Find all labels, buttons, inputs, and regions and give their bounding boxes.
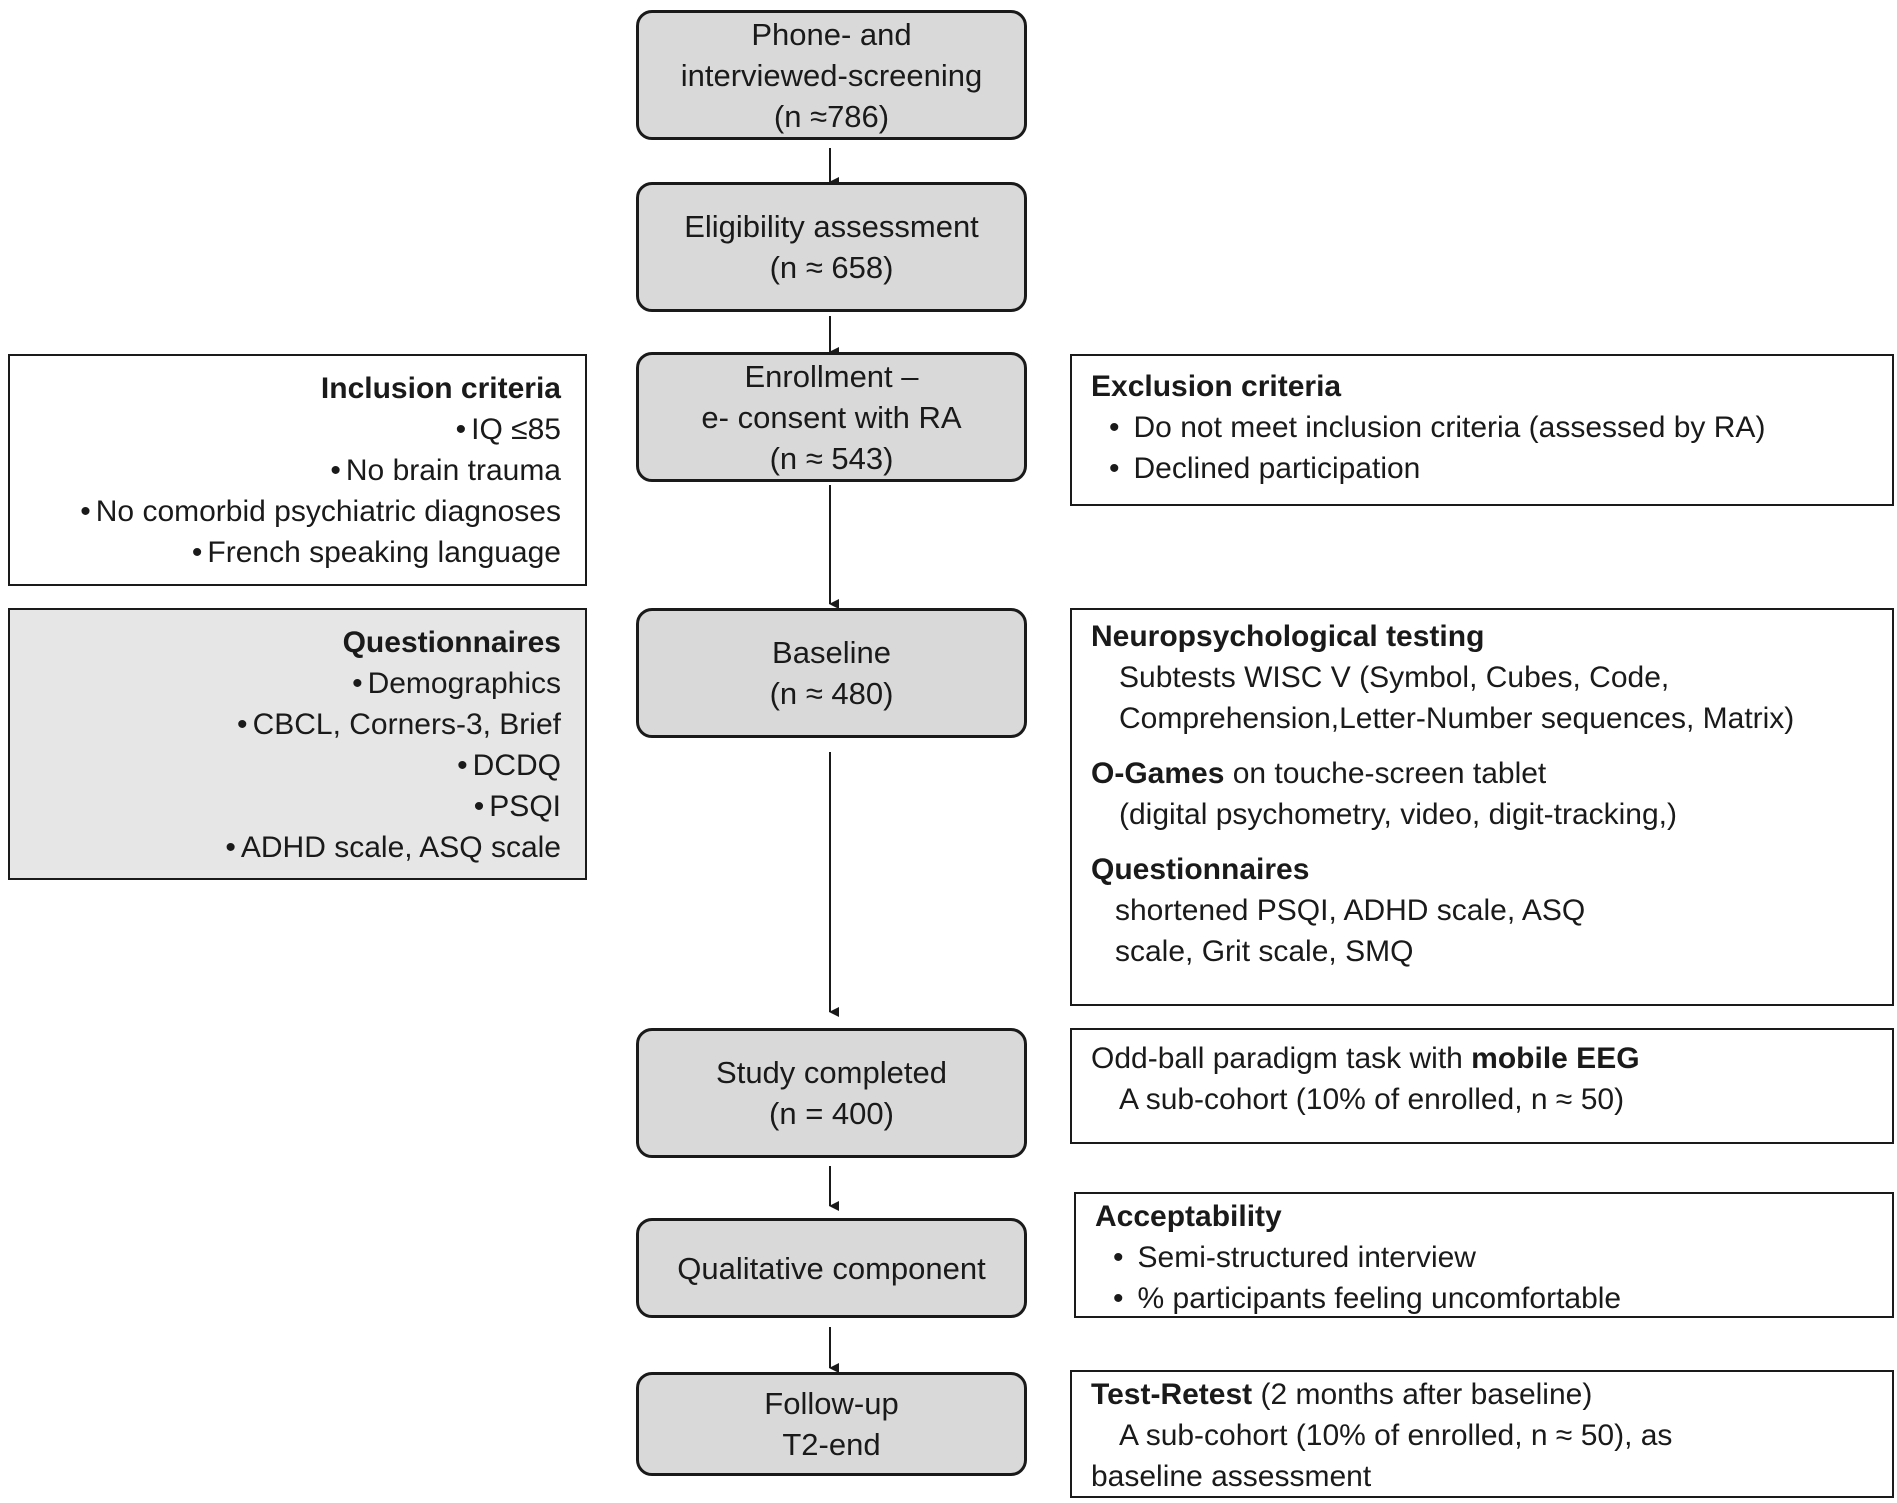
retest-bold: Test-Retest xyxy=(1091,1378,1253,1411)
qualitative-line1: Qualitative component xyxy=(677,1250,986,1286)
neuro-testing-title: Neuropsychological testing xyxy=(1091,620,1485,653)
exclusion-title: Exclusion criteria xyxy=(1091,370,1342,403)
enrollment-box: Enrollment – e- consent with RA (n ≈ 543… xyxy=(636,352,1027,482)
baseline-count: (n ≈ 480) xyxy=(769,676,894,711)
eligibility-box: Eligibility assessment (n ≈ 658) xyxy=(636,182,1027,312)
inclusion-item: No brain trauma xyxy=(18,450,561,491)
questionnaires-panel: Questionnaires Demographics CBCL, Corner… xyxy=(8,608,587,880)
baseline-questionnaires-title: Questionnaires xyxy=(1091,853,1310,886)
followup-line2: T2-end xyxy=(782,1427,881,1462)
questionnaire-item: Demographics xyxy=(18,663,561,704)
screening-line2: interviewed-screening xyxy=(680,57,983,93)
eeg-panel: Odd-ball paradigm task with mobile EEG A… xyxy=(1070,1028,1894,1144)
neuro-testing-line: Comprehension,Letter-Number sequences, M… xyxy=(1119,702,1795,735)
inclusion-item: French speaking language xyxy=(18,532,561,573)
followup-line1: Follow-up xyxy=(764,1386,899,1421)
baseline-detail-panel: Neuropsychological testing Subtests WISC… xyxy=(1070,608,1894,1006)
inclusion-criteria-panel: Inclusion criteria IQ ≤85 No brain traum… xyxy=(8,354,587,586)
exclusion-item: Do not meet inclusion criteria (assessed… xyxy=(1091,407,1884,448)
questionnaire-item: DCDQ xyxy=(18,745,561,786)
baseline-box: Baseline (n ≈ 480) xyxy=(636,608,1027,738)
exclusion-item: Declined participation xyxy=(1091,448,1884,489)
questionnaire-item: PSQI xyxy=(18,786,561,827)
ogames-line: (digital psychometry, video, digit-track… xyxy=(1119,798,1677,831)
neuro-testing-line: Subtests WISC V (Symbol, Cubes, Code, xyxy=(1119,661,1670,694)
retest-panel: Test-Retest (2 months after baseline) A … xyxy=(1070,1370,1894,1498)
ogames-rest: on touche-screen tablet xyxy=(1224,757,1547,790)
eeg-heading: Odd-ball paradigm task with mobile EEG xyxy=(1091,1038,1884,1079)
inclusion-title: Inclusion criteria xyxy=(320,372,561,405)
inclusion-item: IQ ≤85 xyxy=(18,409,561,450)
baseline-questionnaires-line: shortened PSQI, ADHD scale, ASQ xyxy=(1115,894,1586,927)
baseline-questionnaires-line: scale, Grit scale, SMQ xyxy=(1115,935,1414,968)
baseline-line1: Baseline xyxy=(772,635,891,670)
enrollment-count: (n ≈ 543) xyxy=(769,440,894,476)
exclusion-criteria-panel: Exclusion criteria Do not meet inclusion… xyxy=(1070,354,1894,506)
retest-line: baseline assessment xyxy=(1091,1460,1372,1493)
eligibility-count: (n ≈ 658) xyxy=(769,250,894,285)
followup-box: Follow-up T2-end xyxy=(636,1372,1027,1476)
acceptability-title: Acceptability xyxy=(1095,1200,1282,1233)
questionnaires-title: Questionnaires xyxy=(342,626,561,659)
qualitative-box: Qualitative component xyxy=(636,1218,1027,1318)
eeg-bold: mobile EEG xyxy=(1471,1042,1640,1075)
screening-line1: Phone- and xyxy=(751,16,912,52)
eeg-line: A sub-cohort (10% of enrolled, n ≈ 50) xyxy=(1119,1083,1625,1116)
acceptability-item: % participants feeling uncomfortable xyxy=(1095,1278,1884,1319)
inclusion-item: No comorbid psychiatric diagnoses xyxy=(18,491,561,532)
acceptability-panel: Acceptability Semi-structured interview … xyxy=(1074,1192,1894,1318)
screening-count: (n ≈786) xyxy=(773,98,890,134)
retest-heading: Test-Retest (2 months after baseline) xyxy=(1091,1374,1884,1415)
eligibility-line1: Eligibility assessment xyxy=(684,209,979,244)
ogames-bold: O-Games xyxy=(1091,757,1225,790)
eeg-plain: Odd-ball paradigm task with xyxy=(1091,1042,1472,1075)
enrollment-line2: e- consent with RA xyxy=(701,399,962,435)
questionnaire-item: CBCL, Corners-3, Brief xyxy=(18,704,561,745)
questionnaire-item: ADHD scale, ASQ scale xyxy=(18,827,561,868)
completed-box: Study completed (n = 400) xyxy=(636,1028,1027,1158)
ogames-heading: O-Games on touche-screen tablet xyxy=(1091,753,1884,794)
retest-rest: (2 months after baseline) xyxy=(1252,1378,1593,1411)
completed-line1: Study completed xyxy=(716,1055,947,1090)
screening-box: Phone- and interviewed-screening (n ≈786… xyxy=(636,10,1027,140)
acceptability-item: Semi-structured interview xyxy=(1095,1237,1884,1278)
retest-line: A sub-cohort (10% of enrolled, n ≈ 50), … xyxy=(1119,1419,1673,1452)
completed-count: (n = 400) xyxy=(769,1096,894,1131)
enrollment-line1: Enrollment – xyxy=(744,358,919,394)
